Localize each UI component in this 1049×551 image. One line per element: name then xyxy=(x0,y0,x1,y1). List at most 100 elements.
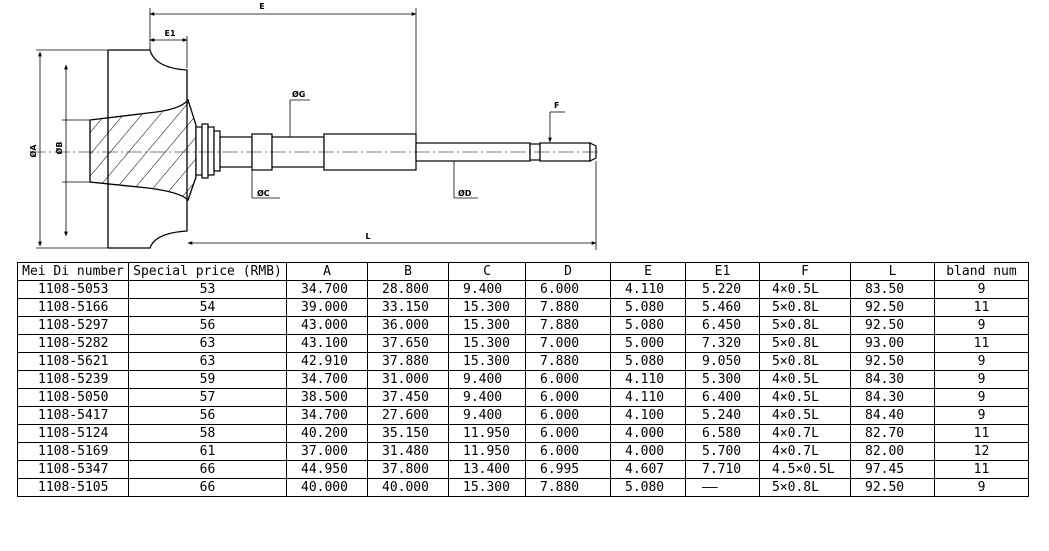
a-cell: 37.000 xyxy=(286,442,368,461)
b-cell: 40.000 xyxy=(367,478,449,497)
blade-count-cell: 11 xyxy=(934,424,1029,443)
l-cell: 82.70 xyxy=(850,424,935,443)
d-cell: 7.880 xyxy=(525,478,611,497)
e-cell: 4.607 xyxy=(610,460,686,479)
blade-count-cell: 9 xyxy=(934,280,1029,299)
dimension-e xyxy=(149,8,417,134)
price-cell: 53 xyxy=(128,280,287,299)
e-cell: 4.100 xyxy=(610,406,686,425)
e-cell: 4.110 xyxy=(610,388,686,407)
l-cell: 84.40 xyxy=(850,406,935,425)
blade-count-cell: 9 xyxy=(934,388,1029,407)
f-cell: 4×0.5L xyxy=(759,388,851,407)
b-cell: 37.450 xyxy=(367,388,449,407)
blade-count-cell: 11 xyxy=(934,460,1029,479)
d-cell: 6.000 xyxy=(525,388,611,407)
f-cell: 5×0.8L xyxy=(759,316,851,335)
blade-count-cell: 9 xyxy=(934,316,1029,335)
blade-count-cell: 11 xyxy=(934,334,1029,353)
d-cell: 7.880 xyxy=(525,352,611,371)
c-cell: 9.400 xyxy=(448,370,526,389)
e1-cell: 6.400 xyxy=(685,388,760,407)
e-cell: 5.080 xyxy=(610,478,686,497)
part-number-cell: 1108-5124 xyxy=(17,424,129,443)
d-cell: 6.995 xyxy=(525,460,611,479)
label-f: F xyxy=(554,101,559,110)
header-cell: E1 xyxy=(685,262,760,281)
b-cell: 36.000 xyxy=(367,316,449,335)
part-number-cell: 1108-5239 xyxy=(17,370,129,389)
label-b: ØB xyxy=(54,142,64,155)
l-cell: 83.50 xyxy=(850,280,935,299)
dimension-b xyxy=(62,64,90,237)
part-number-cell: 1108-5050 xyxy=(17,388,129,407)
e1-cell: 5.300 xyxy=(685,370,760,389)
price-cell: 59 xyxy=(128,370,287,389)
e1-cell: 5.220 xyxy=(685,280,760,299)
e1-cell: 7.710 xyxy=(685,460,760,479)
part-number-cell: 1108-5169 xyxy=(17,442,129,461)
dimension-f xyxy=(548,111,565,143)
a-cell: 44.950 xyxy=(286,460,368,479)
part-number-cell: 1108-5417 xyxy=(17,406,129,425)
turbine-shaft-drawing: ØA ØB E E1 ØG ØC ØD F xyxy=(28,2,600,250)
blade-count-cell: 9 xyxy=(934,406,1029,425)
e1-cell: 7.320 xyxy=(685,334,760,353)
e1-cell: —— xyxy=(685,478,760,497)
blade-count-cell: 9 xyxy=(934,370,1029,389)
c-cell: 15.300 xyxy=(448,334,526,353)
part-number-cell: 1108-5347 xyxy=(17,460,129,479)
l-cell: 82.00 xyxy=(850,442,935,461)
dimension-g xyxy=(289,99,310,137)
c-cell: 11.950 xyxy=(448,424,526,443)
d-cell: 6.000 xyxy=(525,280,611,299)
f-cell: 4×0.5L xyxy=(759,370,851,389)
part-number-cell: 1108-5105 xyxy=(17,478,129,497)
c-cell: 9.400 xyxy=(448,388,526,407)
b-cell: 37.650 xyxy=(367,334,449,353)
part-number-cell: 1108-5621 xyxy=(17,352,129,371)
c-cell: 15.300 xyxy=(448,352,526,371)
a-cell: 43.000 xyxy=(286,316,368,335)
a-cell: 40.000 xyxy=(286,478,368,497)
c-cell: 11.950 xyxy=(448,442,526,461)
blade-count-cell: 11 xyxy=(934,298,1029,317)
b-cell: 37.880 xyxy=(367,352,449,371)
a-cell: 34.700 xyxy=(286,370,368,389)
e-cell: 5.080 xyxy=(610,352,686,371)
e1-cell: 5.700 xyxy=(685,442,760,461)
l-cell: 92.50 xyxy=(850,298,935,317)
e-cell: 5.000 xyxy=(610,334,686,353)
f-cell: 4×0.7L xyxy=(759,442,851,461)
header-cell: Special price (RMB) xyxy=(128,262,287,281)
f-cell: 5×0.8L xyxy=(759,352,851,371)
f-cell: 4×0.5L xyxy=(759,406,851,425)
dimension-d xyxy=(453,161,478,199)
header-cell: Mei Di number xyxy=(17,262,129,281)
a-cell: 42.910 xyxy=(286,352,368,371)
price-cell: 56 xyxy=(128,406,287,425)
price-cell: 63 xyxy=(128,352,287,371)
part-number-cell: 1108-5282 xyxy=(17,334,129,353)
b-cell: 27.600 xyxy=(367,406,449,425)
spec-table: Mei Di number Special price (RMB) A B C … xyxy=(17,262,1029,497)
e1-cell: 5.460 xyxy=(685,298,760,317)
part-number-cell: 1108-5297 xyxy=(17,316,129,335)
d-cell: 7.000 xyxy=(525,334,611,353)
b-cell: 35.150 xyxy=(367,424,449,443)
e1-cell: 5.240 xyxy=(685,406,760,425)
a-cell: 40.200 xyxy=(286,424,368,443)
e-cell: 5.080 xyxy=(610,316,686,335)
l-cell: 92.50 xyxy=(850,352,935,371)
header-cell: F xyxy=(759,262,851,281)
dimension-c xyxy=(251,170,280,199)
